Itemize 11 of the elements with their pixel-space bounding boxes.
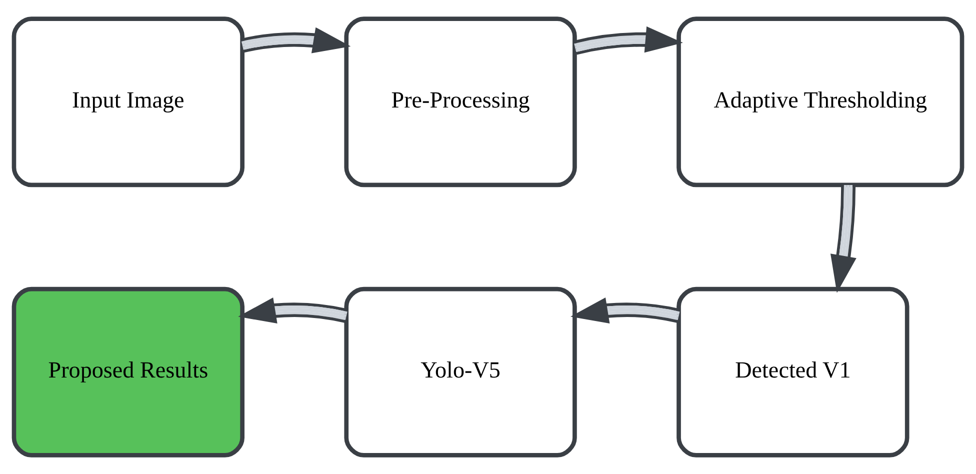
arrow <box>573 26 683 55</box>
arrow <box>830 184 856 293</box>
arrow <box>570 298 680 324</box>
node-box: Input Image <box>12 16 244 188</box>
node-box: Proposed Results <box>12 286 244 458</box>
arrow <box>240 27 351 54</box>
node-box: Yolo-V5 <box>344 286 577 458</box>
node-box: Detected V1 <box>676 286 910 458</box>
node-box: Pre-Processing <box>344 16 577 188</box>
node-box: Adaptive Thresholding <box>676 16 964 188</box>
arrow <box>238 298 348 324</box>
